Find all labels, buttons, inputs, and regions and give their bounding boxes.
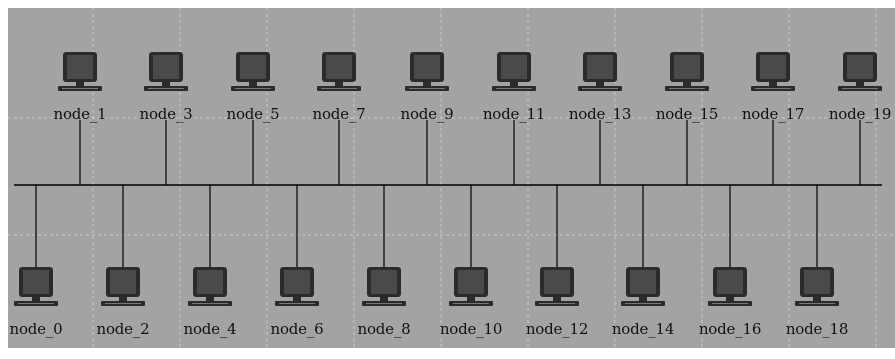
node-label: node_11 xyxy=(482,105,546,123)
monitor-stand xyxy=(293,297,301,301)
monitor-stand xyxy=(467,297,475,301)
monitor-stand xyxy=(813,297,821,301)
node_10-desktop-computer-icon xyxy=(449,267,493,306)
monitor-screen xyxy=(630,270,656,294)
node_2-desktop-computer-icon xyxy=(101,267,145,306)
node-label: node_12 xyxy=(525,320,589,338)
monitor-screen xyxy=(717,270,743,294)
node-label: node_14 xyxy=(611,320,675,338)
node-label: node_7 xyxy=(312,105,366,123)
node_0-desktop-computer-icon xyxy=(14,267,58,306)
node-label: node_13 xyxy=(568,105,632,123)
node_19-desktop-computer-icon xyxy=(838,52,882,91)
node-label: node_9 xyxy=(400,105,454,123)
monitor-screen xyxy=(23,270,49,294)
node-label: node_2 xyxy=(96,320,150,338)
monitor-screen xyxy=(153,55,179,79)
monitor-stand xyxy=(76,82,84,86)
monitor-stand xyxy=(769,82,777,86)
monitor-screen xyxy=(501,55,527,79)
monitor-stand xyxy=(639,297,647,301)
node-label: node_6 xyxy=(270,320,324,338)
monitor-stand xyxy=(510,82,518,86)
node_4-desktop-computer-icon xyxy=(188,267,232,306)
node_1-desktop-computer-icon xyxy=(58,52,102,91)
node-label: node_16 xyxy=(698,320,762,338)
monitor-stand xyxy=(206,297,214,301)
monitor-screen xyxy=(67,55,93,79)
monitor-screen xyxy=(804,270,830,294)
node_15-desktop-computer-icon xyxy=(665,52,709,91)
node-label: node_18 xyxy=(785,320,849,338)
monitor-screen xyxy=(414,55,440,79)
node-label: node_15 xyxy=(655,105,719,123)
monitor-stand xyxy=(553,297,561,301)
monitor-stand xyxy=(119,297,127,301)
monitor-screen xyxy=(240,55,266,79)
monitor-screen xyxy=(284,270,310,294)
node_17-desktop-computer-icon xyxy=(751,52,795,91)
monitor-stand xyxy=(596,82,604,86)
node-label: node_4 xyxy=(183,320,237,338)
monitor-screen xyxy=(760,55,786,79)
node-label: node_3 xyxy=(139,105,193,123)
node_6-desktop-computer-icon xyxy=(275,267,319,306)
node_7-desktop-computer-icon xyxy=(317,52,361,91)
node-label: node_19 xyxy=(828,105,892,123)
node_13-desktop-computer-icon xyxy=(578,52,622,91)
nodes xyxy=(14,52,882,306)
node_8-desktop-computer-icon xyxy=(362,267,406,306)
monitor-screen xyxy=(458,270,484,294)
monitor-screen xyxy=(847,55,873,79)
node_12-desktop-computer-icon xyxy=(535,267,579,306)
monitor-stand xyxy=(380,297,388,301)
monitor-stand xyxy=(856,82,864,86)
node-label: node_1 xyxy=(53,105,107,123)
node_9-desktop-computer-icon xyxy=(405,52,449,91)
monitor-screen xyxy=(371,270,397,294)
monitor-screen xyxy=(110,270,136,294)
monitor-stand xyxy=(683,82,691,86)
monitor-screen xyxy=(197,270,223,294)
monitor-screen xyxy=(544,270,570,294)
monitor-stand xyxy=(162,82,170,86)
connection-lines xyxy=(35,120,861,268)
node_3-desktop-computer-icon xyxy=(144,52,188,91)
monitor-stand xyxy=(335,82,343,86)
monitor-screen xyxy=(587,55,613,79)
node-label: node_8 xyxy=(357,320,411,338)
monitor-stand xyxy=(726,297,734,301)
node-label: node_5 xyxy=(226,105,280,123)
node-label: node_17 xyxy=(741,105,805,123)
node_16-desktop-computer-icon xyxy=(708,267,752,306)
node-label: node_10 xyxy=(439,320,503,338)
node_18-desktop-computer-icon xyxy=(795,267,839,306)
node_14-desktop-computer-icon xyxy=(621,267,665,306)
monitor-stand xyxy=(423,82,431,86)
node-label: node_0 xyxy=(9,320,63,338)
monitor-stand xyxy=(32,297,40,301)
monitor-screen xyxy=(326,55,352,79)
monitor-stand xyxy=(249,82,257,86)
node_11-desktop-computer-icon xyxy=(492,52,536,91)
monitor-screen xyxy=(674,55,700,79)
node_5-desktop-computer-icon xyxy=(231,52,275,91)
